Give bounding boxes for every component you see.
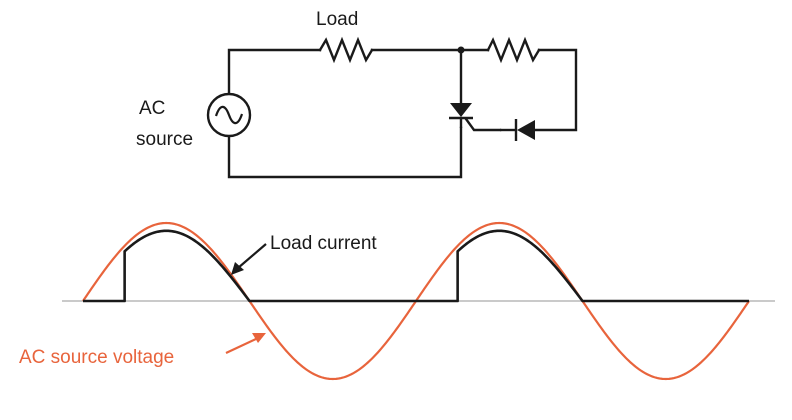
resistor-symbol-icon xyxy=(318,36,374,64)
ac-source-label-line1: AC xyxy=(139,98,165,119)
ac-source-label-line2: source xyxy=(136,129,193,150)
voltage-pointer-line xyxy=(225,337,259,354)
ac-source-symbol-icon xyxy=(206,92,252,138)
wire-left-bottom xyxy=(227,126,463,179)
waveform-plot: Load current AC source voltage xyxy=(19,221,775,381)
diode-symbol-icon xyxy=(500,119,535,141)
load-current-label: Load current xyxy=(270,233,377,254)
scr-symbol-icon xyxy=(449,103,502,132)
load-current-arrow-icon xyxy=(231,262,244,275)
circuit: Load AC source xyxy=(136,9,578,179)
load-current-wave xyxy=(83,229,749,303)
ac-source-voltage-label: AC source voltage xyxy=(19,347,174,368)
wire-trigger-loop xyxy=(533,48,578,132)
voltage-arrow-icon xyxy=(252,333,266,343)
wire-left xyxy=(227,48,322,96)
trigger-resistor-symbol-icon xyxy=(486,36,541,64)
load-current-pointer-line xyxy=(237,243,267,269)
load-label: Load xyxy=(316,9,358,30)
